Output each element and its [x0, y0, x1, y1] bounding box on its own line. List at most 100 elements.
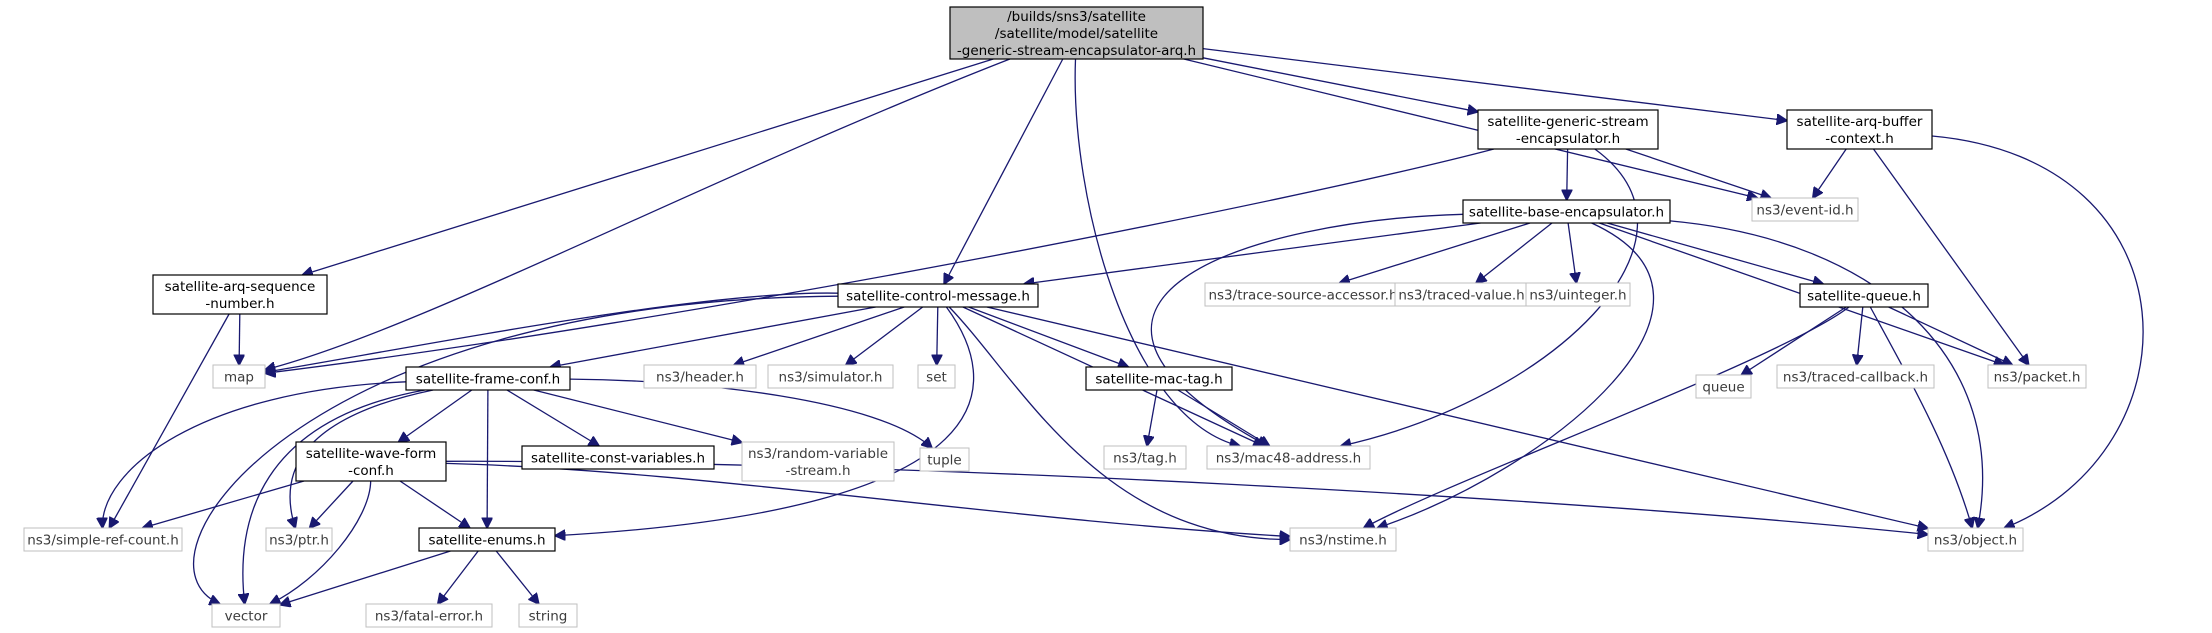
- node-fatalerr: ns3/fatal-error.h: [365, 603, 493, 628]
- node-gse[interactable]: satellite-generic-stream-encapsulator.h: [1477, 109, 1659, 150]
- node-ptr: ns3/ptr.h: [265, 527, 333, 552]
- edge-ctrl-to-frameconf: [550, 306, 876, 367]
- node-box-simulator: [767, 364, 894, 389]
- edge-arqbuf-to-eventid: [1813, 148, 1847, 198]
- node-queueh[interactable]: satellite-queue.h: [1799, 283, 1929, 308]
- edge-frameconf-to-enums: [487, 389, 488, 528]
- node-label-uinteger: ns3/uinteger.h: [1529, 288, 1626, 304]
- edge-root-to-arqbuf: [1202, 47, 1787, 121]
- node-map: map: [212, 364, 266, 389]
- edge-ctrl-to-nstime: [948, 306, 1290, 540]
- edge-root-to-arqseq: [302, 58, 994, 275]
- node-box-frameconf: [405, 366, 571, 391]
- edge-arqseq-to-simpleref: [109, 313, 230, 528]
- edge-frameconf-to-waveform: [399, 389, 473, 442]
- node-label-base: satellite-base-encapsulator.h: [1469, 205, 1664, 221]
- edge-arqbuf-to-packet: [1872, 148, 2029, 365]
- node-label-vector: vector: [225, 609, 268, 625]
- node-box-object: [1927, 527, 2024, 552]
- node-label-arqbuf: -context.h: [1825, 131, 1894, 147]
- edge-root-to-map: [265, 58, 1011, 370]
- edge-base-to-ctrl: [1024, 222, 1481, 284]
- node-label-root: /builds/sns3/satellite: [1007, 9, 1146, 25]
- edge-ctrl-to-vector: [193, 295, 839, 604]
- edge-root-to-gse: [1202, 57, 1478, 112]
- node-label-randvar: -stream.h: [785, 463, 850, 479]
- edge-base-to-mac48: [1150, 213, 1464, 446]
- edge-mactag-to-mac48: [1177, 389, 1270, 446]
- node-box-uinteger: [1525, 282, 1631, 307]
- node-label-gse: -encapsulator.h: [1516, 131, 1620, 147]
- node-label-waveform: satellite-wave-form: [306, 446, 437, 462]
- edge-queueh-to-packet: [1888, 306, 2013, 365]
- edge-arqseq-to-map: [239, 313, 240, 365]
- edge-frameconf-to-vector: [243, 389, 425, 604]
- node-box-tag: [1103, 445, 1187, 470]
- node-box-fatalerr: [365, 603, 493, 628]
- node-label-queueh: satellite-queue.h: [1807, 289, 1921, 305]
- node-label-arqbuf: satellite-arq-buffer: [1797, 114, 1923, 130]
- edge-gse-to-base: [1567, 148, 1568, 200]
- node-box-queueh: [1799, 283, 1929, 308]
- node-label-map: map: [224, 370, 254, 386]
- edge-base-to-uinteger: [1567, 222, 1576, 283]
- node-box-arqseq: [152, 274, 328, 315]
- node-box-constvars: [521, 445, 715, 470]
- edge-frameconf-to-constvars: [506, 389, 599, 446]
- node-packet: ns3/packet.h: [1987, 364, 2087, 389]
- node-label-ctrl: satellite-control-message.h: [846, 289, 1030, 305]
- node-label-ptr: ns3/ptr.h: [269, 533, 329, 549]
- node-box-arqbuf: [1786, 109, 1933, 150]
- node-mactag[interactable]: satellite-mac-tag.h: [1085, 366, 1233, 391]
- node-object: ns3/object.h: [1927, 527, 2024, 552]
- node-label-queue: queue: [1702, 380, 1744, 396]
- node-randvar: ns3/random-variable-stream.h: [741, 441, 895, 482]
- node-label-arqseq: satellite-arq-sequence: [165, 279, 316, 295]
- node-label-tracedval: ns3/traced-value.h: [1398, 288, 1524, 304]
- node-label-enums: satellite-enums.h: [428, 533, 545, 549]
- node-box-vector: [211, 603, 281, 628]
- node-label-simulator: ns3/simulator.h: [779, 370, 883, 386]
- node-arqseq[interactable]: satellite-arq-sequence-number.h: [152, 274, 328, 315]
- edge-waveform-to-enums: [399, 480, 470, 528]
- edge-waveform-to-simpleref: [143, 480, 305, 528]
- edge-root-to-ctrl: [944, 58, 1064, 284]
- node-label-tracesrc: ns3/trace-source-accessor.h: [1208, 288, 1397, 304]
- node-box-queue: [1695, 374, 1752, 399]
- edge-arqbuf-to-object: [1931, 135, 2144, 528]
- node-base[interactable]: satellite-base-encapsulator.h: [1462, 199, 1671, 224]
- node-box-simpleref: [23, 527, 183, 552]
- node-uinteger: ns3/uinteger.h: [1525, 282, 1631, 307]
- edge-ctrl-to-header: [734, 306, 905, 365]
- node-box-mactag: [1085, 366, 1233, 391]
- node-arqbuf[interactable]: satellite-arq-buffer-context.h: [1786, 109, 1933, 150]
- node-label-tracedcb: ns3/traced-callback.h: [1783, 370, 1928, 386]
- edge-root-to-mac48: [1074, 58, 1240, 446]
- edge-queueh-to-queue: [1741, 306, 1847, 375]
- node-box-nstime: [1289, 527, 1397, 552]
- node-header: ns3/header.h: [643, 364, 757, 389]
- edge-ctrl-to-simulator: [846, 306, 924, 365]
- node-box-waveform: [295, 441, 447, 482]
- node-string: string: [518, 603, 578, 628]
- edge-queueh-to-tracedcb: [1857, 306, 1864, 365]
- node-tag: ns3/tag.h: [1103, 445, 1187, 470]
- node-label-tuple: tuple: [927, 453, 961, 469]
- node-ctrl[interactable]: satellite-control-message.h: [837, 283, 1039, 308]
- node-label-fatalerr: ns3/fatal-error.h: [375, 609, 483, 625]
- edge-base-to-nstime: [1377, 222, 1655, 528]
- edge-waveform-to-vector: [270, 480, 372, 604]
- node-tracedval: ns3/traced-value.h: [1394, 282, 1529, 307]
- node-label-frameconf: satellite-frame-conf.h: [416, 372, 560, 388]
- node-root[interactable]: /builds/sns3/satellite/satellite/model/s…: [949, 6, 1204, 60]
- node-waveform[interactable]: satellite-wave-form-conf.h: [295, 441, 447, 482]
- node-label-waveform: -conf.h: [348, 463, 394, 479]
- node-constvars[interactable]: satellite-const-variables.h: [521, 445, 715, 470]
- edge-queueh-to-object: [1869, 306, 1972, 528]
- node-enums[interactable]: satellite-enums.h: [418, 527, 556, 552]
- node-simulator: ns3/simulator.h: [767, 364, 894, 389]
- node-frameconf[interactable]: satellite-frame-conf.h: [405, 366, 571, 391]
- edge-gse-to-mac48: [1341, 148, 1639, 446]
- node-label-simpleref: ns3/simple-ref-count.h: [27, 533, 179, 549]
- node-nstime: ns3/nstime.h: [1289, 527, 1397, 552]
